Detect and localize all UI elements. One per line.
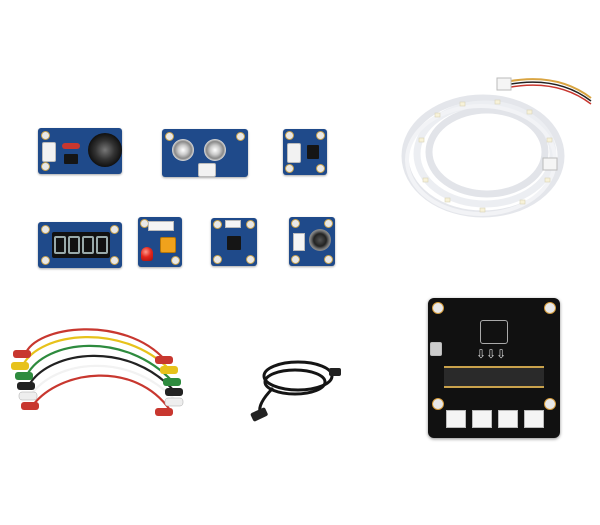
micro-usb-cable bbox=[250, 360, 341, 422]
buzzer-module bbox=[38, 128, 122, 174]
grove-connector bbox=[446, 410, 466, 428]
strip-connector-icon bbox=[542, 157, 558, 171]
clip-head-icon bbox=[11, 350, 184, 416]
digit-icon bbox=[96, 236, 108, 254]
strip-wire-icon bbox=[504, 78, 592, 99]
speaker-icon bbox=[88, 133, 122, 167]
usb-cable-icon bbox=[258, 360, 334, 415]
grove-connector bbox=[287, 143, 301, 163]
ultrasonic-ranger-module bbox=[162, 129, 248, 177]
knob-icon bbox=[309, 229, 331, 251]
grove-connector bbox=[498, 410, 518, 428]
mounting-hole bbox=[291, 255, 300, 264]
grove-connector bbox=[225, 220, 241, 228]
strip-connector-icon bbox=[496, 77, 512, 91]
mounting-hole bbox=[236, 132, 245, 141]
grove-connector bbox=[198, 163, 216, 177]
red-wire-icon bbox=[62, 143, 80, 149]
arrow-down-icon: ⇩⇩⇩ bbox=[476, 347, 507, 361]
usb-plug-icon bbox=[329, 368, 341, 376]
seven-segment-icon bbox=[52, 232, 110, 258]
mounting-hole bbox=[213, 220, 222, 229]
strip-wire-icon bbox=[504, 81, 592, 102]
digit-icon bbox=[68, 236, 80, 254]
led-dot-icon bbox=[418, 99, 553, 213]
mounting-hole bbox=[41, 225, 50, 234]
mounting-hole bbox=[246, 220, 255, 229]
mounting-hole bbox=[246, 255, 255, 264]
strip-wire-icon bbox=[504, 84, 592, 105]
mounting-hole bbox=[41, 162, 50, 171]
mounting-hole bbox=[213, 255, 222, 264]
led-matrix-icon bbox=[480, 320, 508, 344]
micro-usb-port-icon bbox=[430, 342, 442, 356]
mounting-hole bbox=[110, 225, 119, 234]
mounting-hole bbox=[316, 164, 325, 173]
usb-plug-icon bbox=[250, 407, 268, 422]
led-socket-icon bbox=[148, 221, 174, 231]
digit-icon bbox=[82, 236, 94, 254]
clip-cable-icon bbox=[22, 328, 178, 411]
led-strip bbox=[401, 77, 592, 218]
mounting-hole bbox=[41, 256, 50, 265]
mounting-hole bbox=[165, 132, 174, 141]
expansion-board: ⇩⇩⇩ bbox=[428, 298, 560, 438]
mounting-hole bbox=[285, 131, 294, 140]
red-led-icon bbox=[141, 247, 153, 261]
mounting-hole bbox=[324, 219, 333, 228]
mounting-hole bbox=[544, 398, 556, 410]
potentiometer-icon bbox=[160, 237, 176, 253]
ultrasonic-sensor-icon bbox=[204, 139, 226, 161]
led-module bbox=[138, 217, 182, 267]
four-digit-display-module bbox=[38, 222, 122, 268]
grove-connector bbox=[42, 142, 56, 162]
grove-connector bbox=[472, 410, 492, 428]
rotary-angle-sensor-module bbox=[289, 217, 335, 266]
mounting-hole bbox=[110, 256, 119, 265]
mounting-hole bbox=[171, 256, 180, 265]
grove-connector bbox=[293, 233, 305, 251]
gyro-module bbox=[211, 218, 257, 266]
sensor-module bbox=[283, 129, 327, 175]
grove-connector bbox=[524, 410, 544, 428]
chip-icon bbox=[307, 145, 319, 159]
mounting-hole bbox=[324, 255, 333, 264]
ultrasonic-sensor-icon bbox=[172, 139, 194, 161]
led-strip-coil-icon bbox=[401, 94, 565, 218]
chip-icon bbox=[64, 154, 78, 164]
mounting-hole bbox=[544, 302, 556, 314]
mounting-hole bbox=[316, 131, 325, 140]
mounting-hole bbox=[432, 302, 444, 314]
mounting-hole bbox=[285, 164, 294, 173]
chip-icon bbox=[227, 236, 241, 250]
digit-icon bbox=[54, 236, 66, 254]
mounting-hole bbox=[432, 398, 444, 410]
mounting-hole bbox=[291, 219, 300, 228]
alligator-clip-cables bbox=[11, 328, 184, 416]
edge-slot-icon bbox=[444, 366, 544, 388]
mounting-hole bbox=[41, 131, 50, 140]
